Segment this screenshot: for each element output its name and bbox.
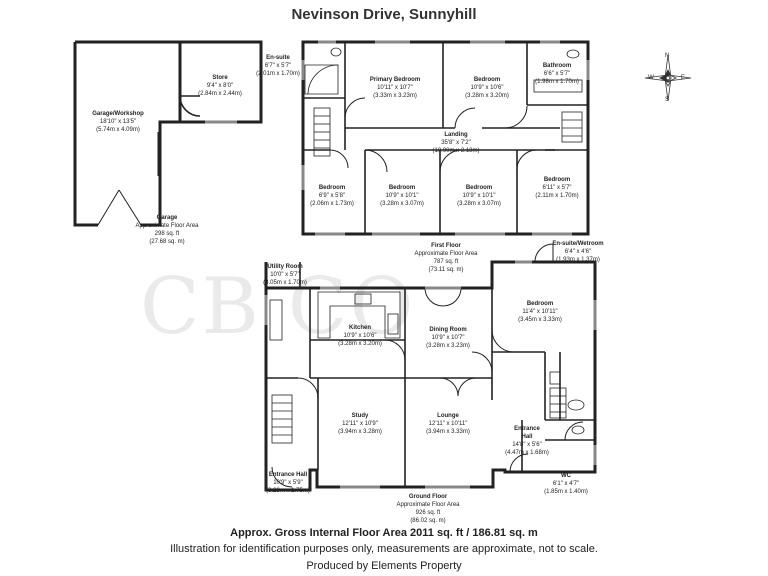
room-bathroom: Bathroom 6'6" x 5'7" (1.98m x 1.70m) (535, 63, 579, 85)
room-bedroom-d: Bedroom 10'9" x 10'1" (3.28m x 3.07m) (457, 185, 501, 207)
ground-floor-area-summary: Ground Floor Approximate Floor Area 926 … (396, 494, 460, 524)
room-bedroom-e: Bedroom 6'11" x 5'7" (2.11m x 1.70m) (535, 177, 579, 199)
room-wc: WC 6'1" x 4'7" (1.85m x 1.40m) (544, 473, 588, 495)
room-entrance-hall-left: Entrance Hall 10'9" x 5'9" (3.28m x 1.75… (266, 472, 310, 494)
watermark-text: CB CO (140, 262, 416, 352)
room-bedroom-b: Bedroom 6'9" x 5'8" (2.06m x 1.73m) (310, 185, 354, 207)
landing-area: Landing 35'8" x 7'2" (10.90m x 2.18m) (432, 132, 480, 154)
garage-outline-lower (73, 42, 180, 227)
first-floor-area-summary: First Floor Approximate Floor Area 787 s… (414, 243, 478, 273)
compass-letter-e: E (680, 75, 686, 81)
gross-area-note: Approx. Gross Internal Floor Area 2011 s… (230, 527, 538, 539)
room-bedroom-a: Bedroom 10'9" x 10'6" (3.28m x 3.20m) (465, 77, 509, 99)
room-bedroom-c: Bedroom 10'9" x 10'1" (3.28m x 3.07m) (380, 185, 424, 207)
room-ensuite: En-suite 6'7" x 5'7" (2.01m x 1.70m) (256, 55, 300, 77)
page-title: Nevinson Drive, Sunnyhill (291, 6, 477, 23)
room-ground-bedroom: Bedroom 11'4" x 10'11" (3.45m x 3.33m) (518, 301, 562, 323)
compass-icon (644, 54, 692, 102)
room-dining: Dining Room 10'9" x 10'7" (3.28m x 3.23m… (426, 327, 470, 349)
room-store: Store 9'4" x 8'0" (2.84m x 2.44m) (198, 75, 242, 97)
room-primary-bedroom: Primary Bedroom 10'11" x 10'7" (3.33m x … (369, 77, 421, 99)
room-ensuite-wetroom: En-suite/Wetroom 6'4" x 4'6" (1.93m x 1.… (552, 241, 604, 263)
compass-letter-s: S (664, 97, 670, 103)
garage-area-summary: Garage Approximate Floor Area 298 sq. ft… (135, 215, 199, 245)
producer-credit: Produced by Elements Property (306, 560, 462, 572)
compass-letter-n: N (664, 53, 670, 59)
disclaimer-note: Illustration for identification purposes… (170, 543, 598, 555)
room-lounge: Lounge 12'11" x 10'11" (3.94m x 3.33m) (426, 413, 470, 435)
room-entrance-hall-right: Entrance Hall 14'8" x 5'6" (4.47m x 1.68… (505, 426, 549, 456)
room-kitchen: Kitchen 10'9" x 10'6" (3.28m x 3.20m) (338, 325, 382, 347)
compass-letter-w: W (648, 75, 654, 81)
first-floor-outline (301, 40, 590, 236)
room-garage-workshop: Garage/Workshop 18'10" x 13'5" (5.74m x … (92, 111, 144, 133)
room-utility: Utility Room 10'0" x 5'7" (3.05m x 1.70m… (263, 264, 307, 286)
room-study: Study 12'11" x 10'9" (3.94m x 3.28m) (338, 413, 382, 435)
